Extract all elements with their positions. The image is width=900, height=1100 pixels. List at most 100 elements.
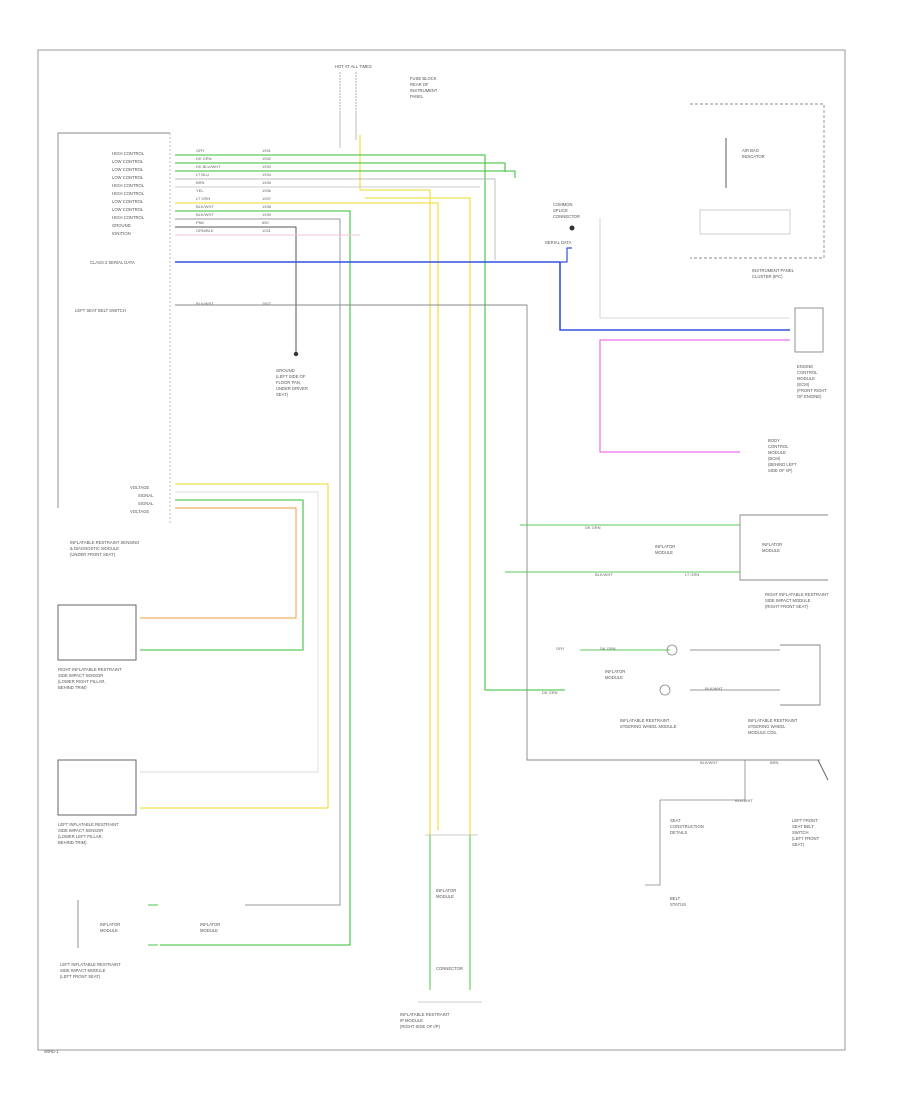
right-side-impact-module: INFLATOR MODULE INFLATOR MODULE DK GRN B… bbox=[585, 514, 829, 609]
wire-code-7: LT GRN bbox=[196, 196, 210, 201]
splice-label-2: SPLICE bbox=[553, 208, 568, 213]
steering-wire-3: BLK/WHT bbox=[705, 686, 723, 691]
ip-caption-3: (RIGHT SIDE OF I/P) bbox=[400, 1024, 441, 1029]
other-modules-5: (BEHIND LEFT bbox=[768, 462, 797, 467]
right-sensor-box bbox=[57, 604, 137, 661]
coil-caption-2: STEERING WHEEL bbox=[748, 724, 786, 729]
module-pin-label-8: LOW CONTROL bbox=[112, 207, 144, 212]
belt-caption-5: SEAT) bbox=[792, 842, 805, 847]
left-sensor-box bbox=[57, 759, 137, 816]
module-pin-label-10: GROUND bbox=[112, 223, 131, 228]
belt-note-4: BELT bbox=[670, 896, 681, 901]
module-pin-label-12: CLASS 2 SERIAL DATA bbox=[90, 260, 135, 265]
ground-label-1: GROUND bbox=[276, 368, 295, 373]
right-module-inner-1: INFLATOR bbox=[762, 542, 782, 547]
wire-number-12: 1807 bbox=[262, 301, 272, 306]
ground-label-2: (LEFT SIDE OF bbox=[276, 374, 306, 379]
right-sensor-caption-1: RIGHT INFLATABLE RESTRAINT bbox=[58, 667, 122, 672]
instrument-cluster: AIR BAG INDICATOR INSTRUMENT PANEL CLUST… bbox=[545, 103, 825, 279]
module-pin-label-5: HIGH CONTROL bbox=[112, 183, 145, 188]
data-link-4: (ECM) bbox=[797, 382, 810, 387]
left-module-inner-1: INFLATOR bbox=[100, 922, 120, 927]
data-link-3: MODULE bbox=[797, 376, 815, 381]
wire-number-8: 1938 bbox=[262, 204, 272, 209]
data-link-connector: ENGINE CONTROL MODULE (ECM) (FRONT RIGHT… bbox=[794, 307, 827, 399]
ip-inner-2: MODULE bbox=[436, 894, 454, 899]
wire-number-5: 1935 bbox=[262, 180, 272, 185]
coil-caption-3: MODULE COIL bbox=[748, 730, 778, 735]
wire-number-3: 1933 bbox=[262, 164, 272, 169]
steering-caption-2: STEERING WHEEL MODULE bbox=[620, 724, 677, 729]
wire-code-1: GRY bbox=[196, 148, 205, 153]
other-modules-1: BODY bbox=[768, 438, 780, 443]
class2-label: SERIAL DATA bbox=[545, 240, 572, 245]
wire-number-7: 1937 bbox=[262, 196, 272, 201]
right-module-caption-1: RIGHT INFLATABLE RESTRAINT bbox=[765, 592, 829, 597]
wire-number-10: 650 bbox=[262, 220, 269, 225]
wire-code-9: BLK/WHT bbox=[196, 212, 214, 217]
ip-caption-2: IP MODULE bbox=[400, 1018, 423, 1023]
steering-wire-2: DK GRN bbox=[600, 646, 616, 651]
wire-code-10: PNK bbox=[196, 220, 205, 225]
top-fuse-note-3: INSTRUMENT bbox=[410, 88, 438, 93]
right-module-inner-2: MODULE bbox=[762, 548, 780, 553]
module-lower-pin-1: VOLTAGE bbox=[130, 485, 149, 490]
left-sensor-caption-3: (LOWER LEFT PILLAR, bbox=[58, 834, 103, 839]
top-fuse-block: HOT AT ALL TIMES FUSE BLOCK REAR OF INST… bbox=[335, 64, 438, 112]
data-link-6: OF ENGINE) bbox=[797, 394, 822, 399]
steering-inner-1: INFLATOR bbox=[605, 669, 625, 674]
top-fuse-note-2: REAR OF bbox=[410, 82, 429, 87]
belt-note-5: STATUS bbox=[670, 902, 686, 907]
right-module-wire-2: BLK/WHT bbox=[595, 572, 613, 577]
right-module-caption-3: (RIGHT FRONT SEAT) bbox=[765, 604, 809, 609]
steering-inner-2: MODULE bbox=[605, 675, 623, 680]
wire-number-6: 1936 bbox=[262, 188, 272, 193]
module-caption-3: (UNDER FRONT SEAT) bbox=[70, 552, 116, 557]
belt-note-3: DETAILS bbox=[670, 830, 687, 835]
right-sensor-caption-3: (LOWER RIGHT PILLAR, bbox=[58, 679, 106, 684]
module-pin-label-1: HIGH CONTROL bbox=[112, 151, 145, 156]
top-fuse-note-4: PANEL bbox=[410, 94, 424, 99]
left-module-inner-3: INFLATOR bbox=[200, 922, 220, 927]
right-sensor-caption-4: BEHIND TRIM) bbox=[58, 685, 87, 690]
top-fuse-label: HOT AT ALL TIMES bbox=[335, 64, 372, 69]
module-pin-label-2: LOW CONTROL bbox=[112, 159, 144, 164]
steering-wheel-module: INFLATOR MODULE GRY DK GRN BLK/WHT DK GR… bbox=[542, 644, 821, 735]
other-modules-4: (BCM) bbox=[768, 456, 781, 461]
left-module-caption-3: (LEFT FRONT SEAT) bbox=[60, 974, 101, 979]
wire-number-11: 1031 bbox=[262, 228, 272, 233]
belt-wire-1: BLK/WHT bbox=[700, 760, 718, 765]
other-modules-2: CONTROL bbox=[768, 444, 789, 449]
data-link-1: ENGINE bbox=[797, 364, 813, 369]
wire-code-11: ORN/BLK bbox=[196, 228, 214, 233]
left-sensor-caption-1: LEFT INFLATABLE RESTRAINT bbox=[58, 822, 119, 827]
wires bbox=[140, 112, 820, 946]
other-modules-3: MODULE bbox=[768, 450, 786, 455]
wire-code-5: BRN bbox=[196, 180, 205, 185]
steering-wire-1: GRY bbox=[556, 646, 565, 651]
ip-conn: CONNECTOR bbox=[436, 966, 463, 971]
module-pin-label-3: LOW CONTROL bbox=[112, 167, 144, 172]
module-pin-label-11: IGNITION bbox=[112, 231, 131, 236]
left-sensor-caption-4: BEHIND TRIM) bbox=[58, 840, 87, 845]
right-module-inner-3: INFLATOR bbox=[655, 544, 675, 549]
wire-code-4: LT BLU bbox=[196, 172, 209, 177]
coil-caption-1: INFLATABLE RESTRAINT bbox=[748, 718, 798, 723]
wire-code-3: DK BLU/WHT bbox=[196, 164, 221, 169]
left-side-impact-module: INFLATOR MODULE INFLATOR MODULE LEFT INF… bbox=[60, 900, 220, 979]
left-module-inner-2: MODULE bbox=[100, 928, 118, 933]
belt-note-2: CONSTRUCTION bbox=[670, 824, 704, 829]
belt-wire-3: BRN bbox=[770, 760, 779, 765]
module-lower-pin-3: SIGNAL bbox=[138, 501, 154, 506]
belt-note-1: SEAT bbox=[670, 818, 681, 823]
splice-label-1: COMMON bbox=[553, 202, 573, 207]
belt-wire-2: BLK/WHT bbox=[735, 798, 753, 803]
module-pin-label-7: LOW CONTROL bbox=[112, 199, 144, 204]
right-module-wire-1: DK GRN bbox=[585, 525, 601, 530]
wire-code-12: BLK/WHT bbox=[196, 301, 214, 306]
wire-code-6: YEL bbox=[196, 188, 204, 193]
belt-caption-2: SEAT BELT bbox=[792, 824, 814, 829]
ipc-caption-1: INSTRUMENT PANEL bbox=[752, 268, 795, 273]
ip-caption-1: INFLATABLE RESTRAINT bbox=[400, 1012, 450, 1017]
